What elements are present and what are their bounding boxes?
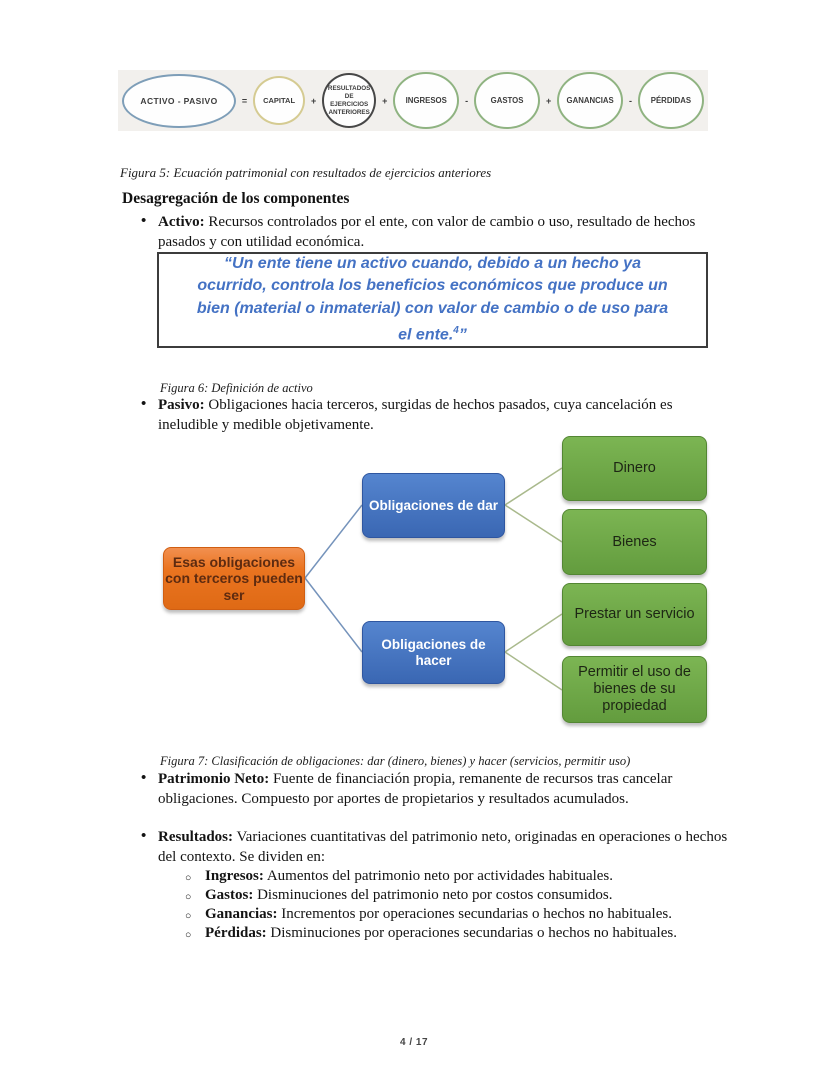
quote-line-2: ocurrido, controla los beneficios económ… [197, 277, 668, 295]
oval-capital: CAPITAL [253, 76, 306, 125]
oval-perdidas-label: PÉRDIDAS [650, 96, 692, 105]
bullet-pasivo-term: Pasivo: [158, 397, 205, 413]
bullet-resultados-term: Resultados: [158, 829, 234, 845]
bullet-patrimonio-term: Patrimonio Neto: [158, 771, 270, 787]
oval-capital-label: CAPITAL [263, 96, 296, 105]
diagram-leaf-dinero: Dinero [562, 436, 707, 501]
bullet-resultados: Resultados: Variaciones cuantitativas de… [141, 827, 730, 867]
diagram-leaf-permitir-uso: Permitir el uso de bienes de su propieda… [562, 656, 707, 723]
footnote-reference: 4 [453, 325, 459, 337]
page-number: 4 / 17 [399, 1037, 429, 1048]
oval-ingresos-label: INGRESOS [405, 96, 447, 105]
figura7-caption: Figura 7: Clasificación de obligaciones:… [160, 754, 631, 768]
oval-perdidas: PÉRDIDAS [637, 72, 704, 129]
oval-resultados-ejercicios-anteriores: RESULTADOS DE EJERCICIOS ANTERIORES [322, 73, 377, 128]
bullet-patrimonio-desc: Fuente de financiación propia, remanente… [158, 771, 673, 807]
subbullet-ganancias: Ganancias: Incrementos por operaciones s… [185, 905, 735, 926]
quote-line-1: “Un ente tiene un activo cuando, debido … [224, 254, 641, 272]
diagram-branch-obligaciones-de-hacer: Obligaciones de hacer [362, 621, 505, 684]
subbullet-ganancias-desc: Incrementos por operaciones secundarias … [281, 906, 672, 922]
oval-ganancias-label: GANANCIAS [566, 96, 614, 105]
oval-gastos-label: GASTOS [490, 96, 524, 105]
quote-line-3: bien (material o inmaterial) con valor d… [196, 299, 669, 317]
diagram-branch-obligaciones-de-dar: Obligaciones de dar [362, 473, 505, 538]
quote-line-4-text: el ente. [398, 326, 454, 344]
subbullet-ingresos-desc: Aumentos del patrimonio neto por activid… [266, 868, 614, 884]
subbullet-perdidas-desc: Disminuciones por operaciones secundaria… [270, 925, 677, 941]
diagram-leaf-bienes: Bienes [562, 509, 707, 575]
oval-resultados-label: RESULTADOS DE EJERCICIOS ANTERIORES [327, 84, 371, 116]
quote-line-4: el ente.4” [398, 320, 467, 347]
diagram-leaf-prestar-servicio: Prestar un servicio [562, 583, 707, 646]
subbullet-perdidas-term: Pérdidas: [205, 925, 267, 941]
oval-ingresos: INGRESOS [393, 72, 460, 129]
operator-minus: - [629, 95, 633, 106]
equation-diagram: ACTIVO - PASIVO = CAPITAL + RESULTADOS D… [118, 70, 708, 131]
section-heading: Desagregación de los componentes [122, 190, 350, 207]
bullet-activo: Activo: Recursos controlados por el ente… [141, 212, 730, 252]
activo-definition-quote-box: “Un ente tiene un activo cuando, debido … [157, 252, 708, 348]
subbullet-gastos: Gastos: Disminuciones del patrimonio net… [185, 886, 735, 907]
oval-gastos: GASTOS [474, 72, 541, 129]
operator-equals: = [241, 95, 248, 106]
oval-activo-pasivo-label: ACTIVO - PASIVO [140, 95, 218, 106]
subbullet-ingresos-term: Ingresos: [205, 868, 264, 884]
figura5-caption: Figura 5: Ecuación patrimonial con resul… [120, 165, 492, 180]
diagram-root-box: Esas obligaciones con terceros pueden se… [163, 547, 305, 610]
operator-plus: + [310, 95, 317, 106]
subbullet-ingresos: Ingresos: Aumentos del patrimonio neto p… [185, 867, 735, 888]
connector-lines [304, 467, 563, 691]
operator-minus: - [465, 95, 469, 106]
oval-activo-pasivo: ACTIVO - PASIVO [122, 73, 236, 128]
operator-plus: + [545, 95, 552, 106]
bullet-patrimonio-neto: Patrimonio Neto: Fuente de financiación … [141, 769, 730, 809]
operator-plus: + [382, 95, 388, 106]
figura6-caption: Figura 6: Definición de activo [160, 381, 313, 395]
bullet-pasivo: Pasivo: Obligaciones hacia terceros, sur… [141, 395, 730, 435]
bullet-activo-term: Activo: [158, 214, 205, 230]
subbullet-ganancias-term: Ganancias: [205, 906, 278, 922]
oval-ganancias: GANANCIAS [557, 72, 624, 129]
quote-closing-mark: ” [458, 326, 467, 344]
subbullet-perdidas: Pérdidas: Disminuciones por operaciones … [185, 924, 735, 945]
subbullet-gastos-term: Gastos: [205, 887, 254, 903]
bullet-activo-desc: Recursos controlados por el ente, con va… [158, 214, 696, 250]
bullet-resultados-desc: Variaciones cuantitativas del patrimonio… [158, 829, 728, 865]
subbullet-gastos-desc: Disminuciones del patrimonio neto por co… [257, 887, 613, 903]
bullet-pasivo-desc: Obligaciones hacia terceros, surgidas de… [158, 397, 673, 433]
